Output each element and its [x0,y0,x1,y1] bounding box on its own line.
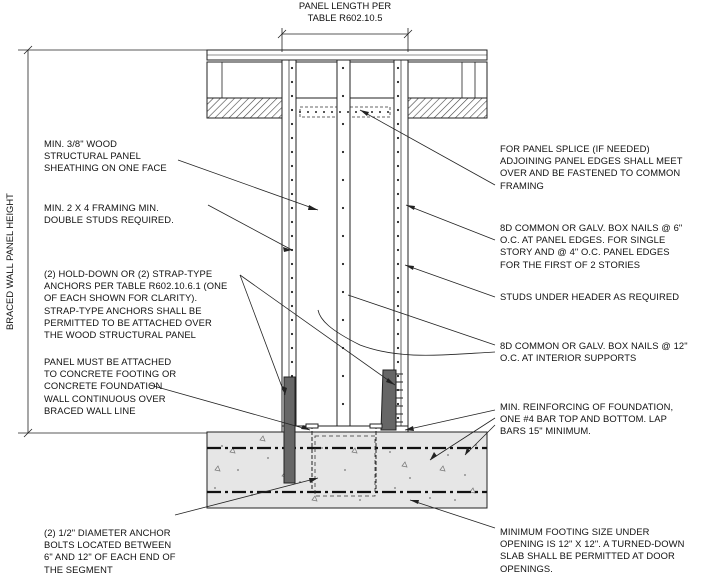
note-interior-nails: 8D COMMON OR GALV. BOX NAILS @ 12" O.C. … [500,340,688,364]
edge-nails [290,66,400,420]
nail [290,276,294,280]
nail [290,136,294,140]
panel-length-dimension [277,28,413,52]
interior-nails-leader [317,309,496,356]
nail [341,206,345,210]
leader-lines [149,109,496,529]
note-hold-down: (2) HOLD-DOWN OR (2) STRAP-TYPE ANCHORS … [44,268,228,341]
nail [341,178,345,182]
nail [396,262,400,266]
strap-anchor [380,369,397,431]
nail [396,94,400,98]
nail [379,111,381,113]
nail [341,374,345,378]
nail [396,108,400,112]
nail [387,111,389,113]
panel-length-label: PANEL LENGTH PER TABLE R602.10.5 [298,0,392,23]
nail [290,94,294,98]
note-anchor-bolts: (2) 1/2" DIAMETER ANCHOR BOLTS LOCATED B… [44,527,176,575]
nail [341,402,345,406]
nail [290,360,294,364]
nail [396,234,400,238]
note-framing: MIN. 2 X 4 FRAMING MIN. DOUBLE STUDS REQ… [44,202,174,226]
header-right [403,97,488,119]
nail [396,318,400,322]
note-studs: STUDS UNDER HEADER AS REQUIRED [500,291,680,302]
hold-down-anchor [283,376,296,484]
nail [347,111,349,113]
nail [290,80,294,84]
nail [290,206,294,210]
nail [341,262,345,266]
nail [396,290,400,294]
nail [341,234,345,238]
nail [290,262,294,266]
nail [371,111,373,113]
nail [290,108,294,112]
nail [396,192,400,196]
nail [355,111,357,113]
nail [290,332,294,336]
nail [341,94,345,98]
nail [341,150,345,154]
nail [315,111,317,113]
nail [396,360,400,364]
nail [290,122,294,126]
nail [339,111,341,113]
nail [396,220,400,224]
nail [396,332,400,336]
note-reinforcing: MIN. REINFORCING OF FOUNDATION, ONE #4 B… [500,401,674,437]
nail [396,416,400,420]
nail [396,276,400,280]
nail [290,220,294,224]
nail [290,234,294,238]
nail [307,111,309,113]
note-sheathing: MIN. 3/8" WOOD STRUCTURAL PANEL SHEATHIN… [44,138,167,174]
nail [396,150,400,154]
nail [290,164,294,168]
nail [341,122,345,126]
nail [290,290,294,294]
leader-arrowheads [282,110,470,504]
nail [396,122,400,126]
nail [396,206,400,210]
nail [290,318,294,322]
nail [396,346,400,350]
footing-dashed-outline [314,435,376,497]
nail [396,178,400,182]
nail [290,178,294,182]
nail [290,66,294,70]
nail [290,346,294,350]
nail [396,164,400,168]
concrete-footing [206,431,488,509]
nail [290,192,294,196]
wall-height-label: BRACED WALL PANEL HEIGHT [4,193,15,330]
nail [396,402,400,406]
note-edge-nails: 8D COMMON OR GALV. BOX NAILS @ 6" O.C. A… [500,222,683,270]
nail [331,111,333,113]
strap-anchor-teeth [396,373,403,423]
nail [396,136,400,140]
wall-height-dimension [18,45,207,438]
nail [299,111,301,113]
nail [290,150,294,154]
note-attach: PANEL MUST BE ATTACHED TO CONCRETE FOOTI… [44,356,177,416]
nail [396,248,400,252]
nail [396,304,400,308]
nail [396,374,400,378]
nail [323,111,325,113]
nail [341,318,345,322]
nail [396,66,400,70]
nail [396,80,400,84]
header-left [206,97,286,119]
note-footing: MINIMUM FOOTING SIZE UNDER OPENING IS 12… [500,526,685,574]
note-splice: FOR PANEL SPLICE (IF NEEDED) ADJOINING P… [500,143,683,191]
nail [341,66,345,70]
nail [290,304,294,308]
nail [341,290,345,294]
